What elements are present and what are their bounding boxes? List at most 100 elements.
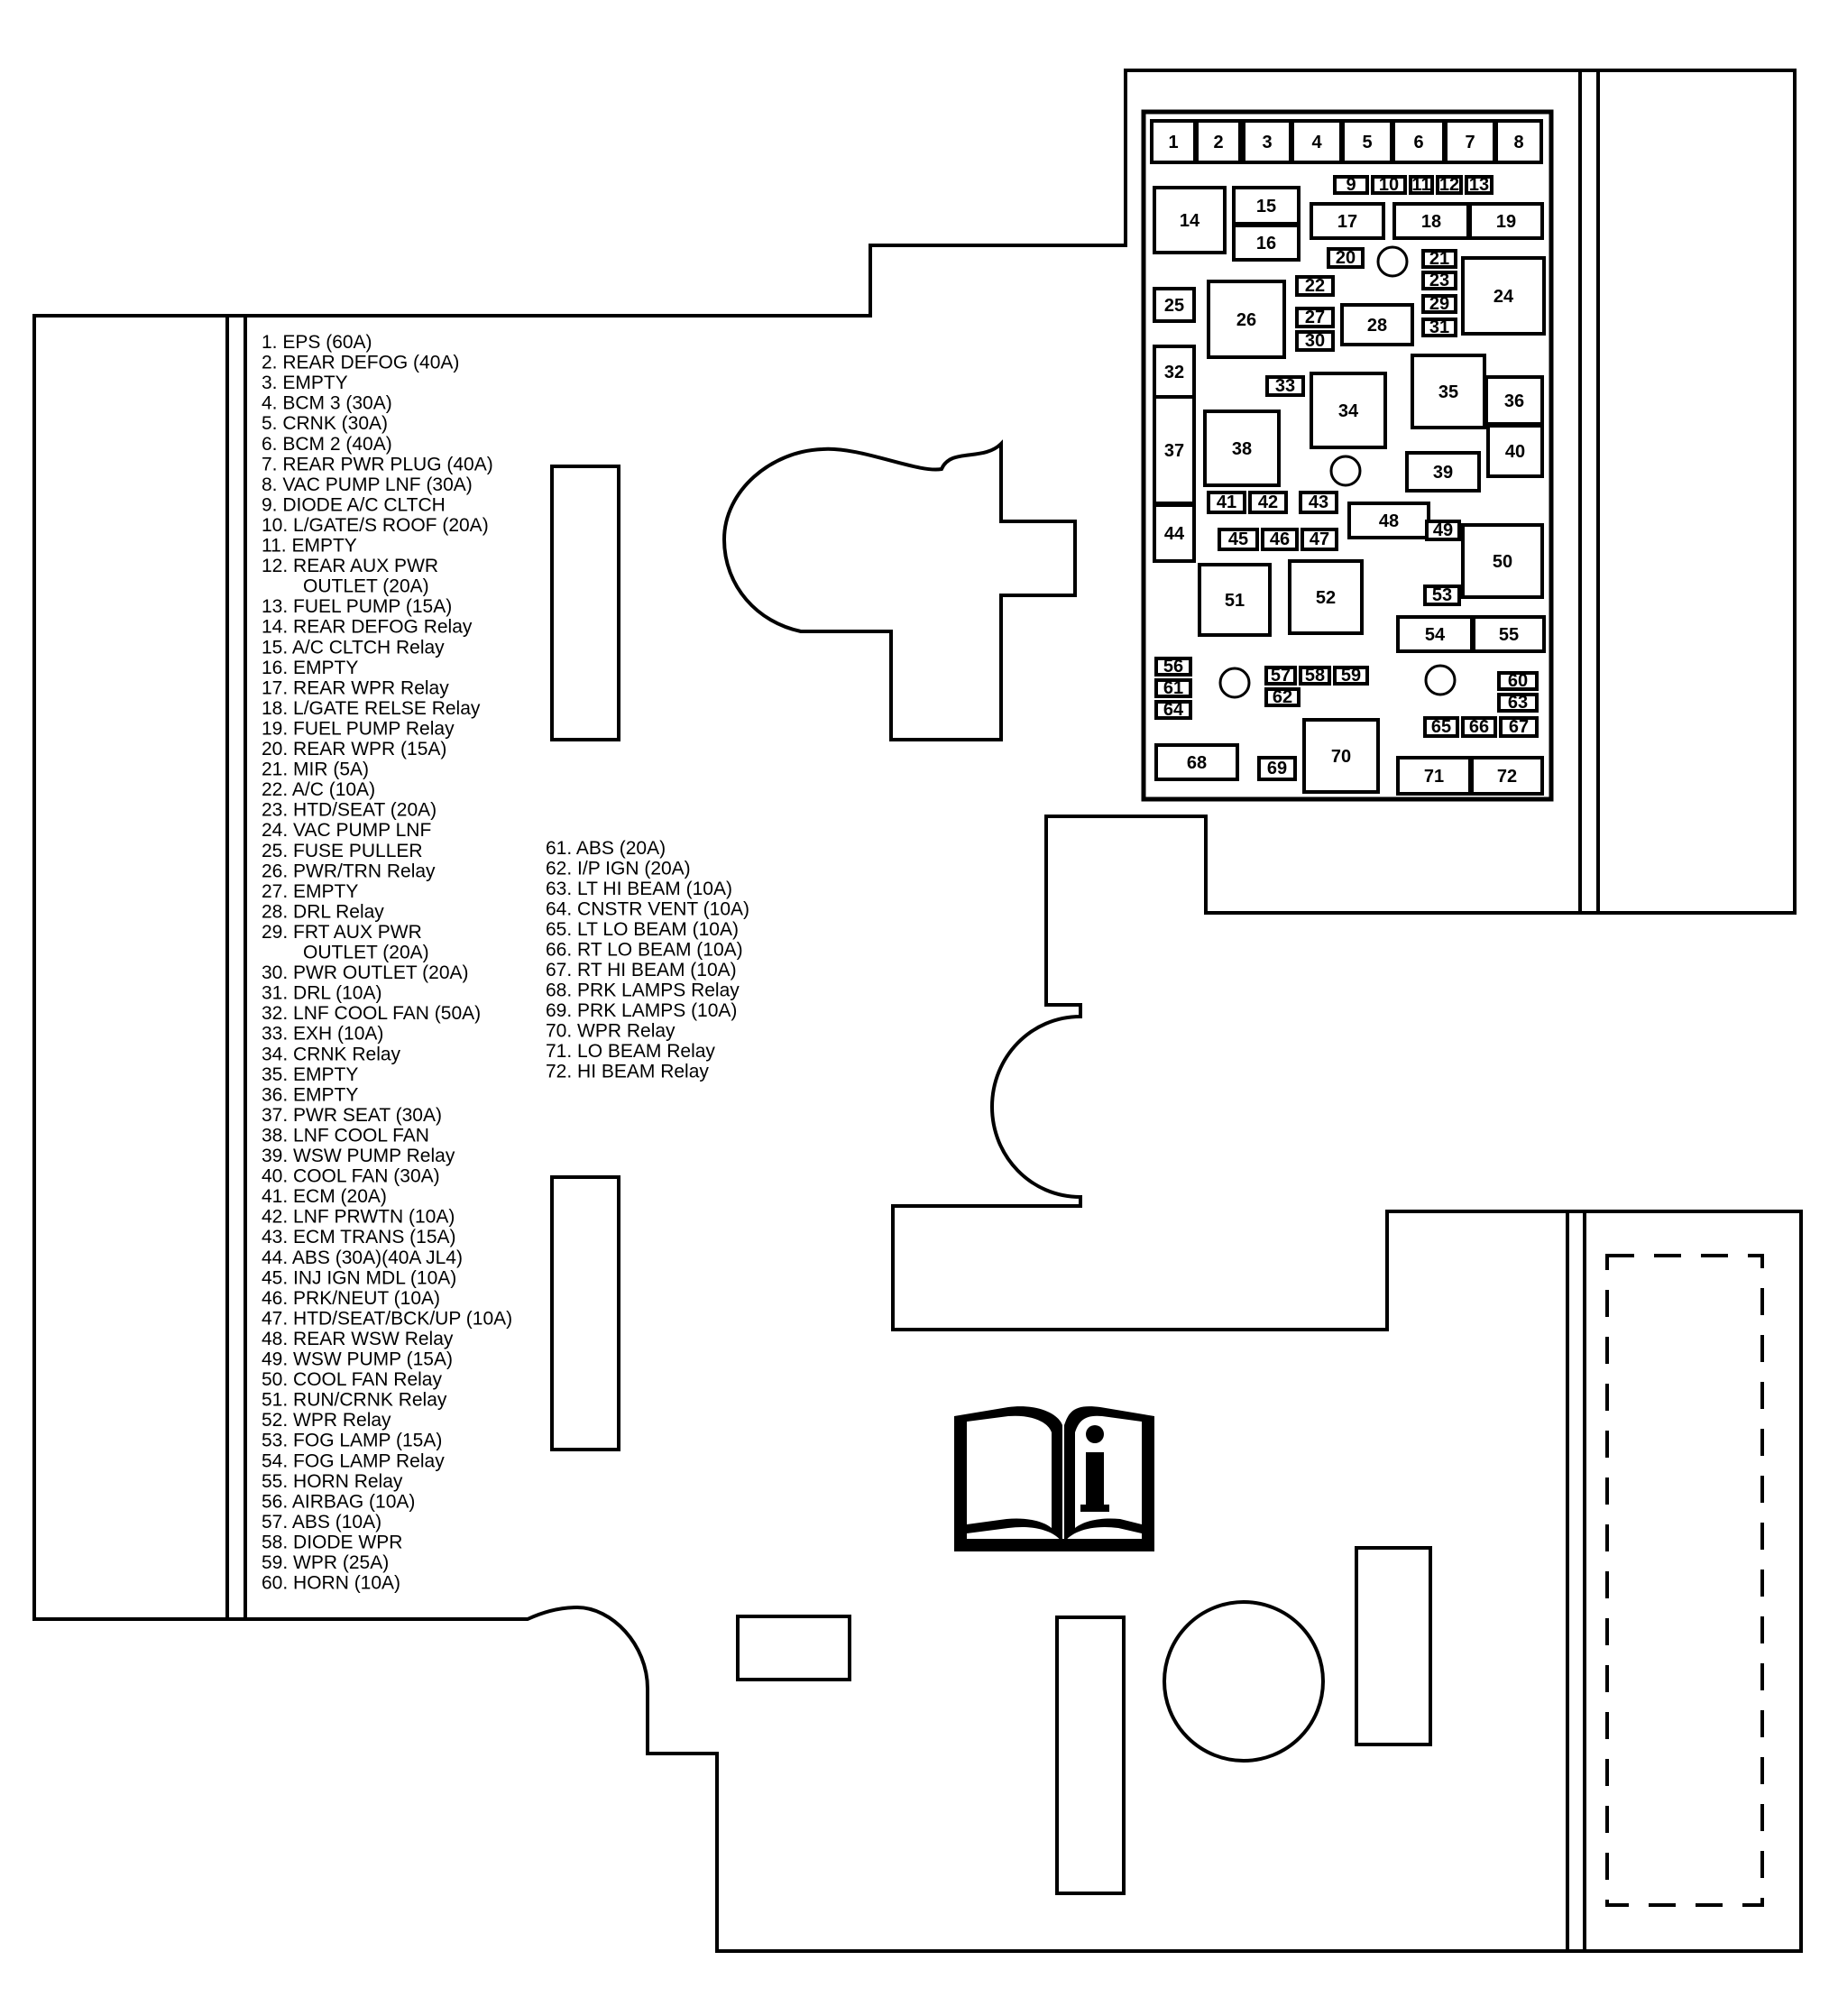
mount-hole <box>1376 245 1409 278</box>
housing-slot <box>1355 1546 1432 1746</box>
fuse-slot-72: 72 <box>1470 756 1544 796</box>
fuse-slot-18: 18 <box>1392 202 1470 240</box>
fuse-slot-number: 31 <box>1429 318 1449 337</box>
fuse-slot-number: 69 <box>1267 759 1287 778</box>
fuse-slot-26: 26 <box>1207 280 1286 359</box>
fuse-slot-number: 53 <box>1432 585 1452 605</box>
fuse-slot-number: 2 <box>1213 133 1223 152</box>
fuse-slot-31: 31 <box>1421 318 1457 337</box>
fuse-slot-58: 58 <box>1299 666 1331 686</box>
fuse-slot-number: 32 <box>1164 363 1184 382</box>
fuse-slot-face <box>1337 669 1365 682</box>
legend-item: 55. HORN Relay <box>262 1471 403 1492</box>
fuse-slot-number: 3 <box>1262 133 1272 152</box>
fuse-block-holes <box>1218 245 1457 699</box>
legend-item: 33. EXH (10A) <box>262 1024 383 1045</box>
fuse-slot-number: 50 <box>1493 552 1512 572</box>
fuse-slot-2: 2 <box>1195 119 1242 164</box>
fuse-slot-number: 62 <box>1273 687 1292 707</box>
fuse-slot-number: 36 <box>1504 391 1524 411</box>
fuse-slot-number: 34 <box>1338 401 1359 421</box>
fuse-slot-face <box>1264 531 1295 548</box>
fuse-slot-face <box>1427 588 1457 603</box>
fuse-slot-face <box>1153 186 1227 254</box>
fuse-slot-number: 54 <box>1425 625 1446 645</box>
legend-item: 59. WPR (25A) <box>262 1552 389 1573</box>
legend-list-left: 1. EPS (60A)2. REAR DEFOG (40A)3. EMPTY4… <box>262 332 512 1594</box>
fuse-slot-face <box>1302 494 1335 511</box>
fuse-slot-number: 18 <box>1421 212 1441 232</box>
fuse-slot-face <box>1484 375 1544 426</box>
legend-item: 36. EMPTY <box>262 1084 358 1105</box>
fuse-slot-number: 68 <box>1187 753 1207 773</box>
fuse-slot-number: 45 <box>1228 529 1248 549</box>
fuse-slot-40: 40 <box>1486 424 1544 478</box>
legend-item: 38. LNF COOL FAN <box>262 1125 429 1146</box>
fuse-slot-35: 35 <box>1411 354 1486 429</box>
legend-item: 68. PRK LAMPS Relay <box>546 980 740 1001</box>
fuse-slot-number: 14 <box>1180 211 1200 231</box>
legend-item: 14. REAR DEFOG Relay <box>262 617 473 638</box>
fuse-slot-number: 56 <box>1163 657 1183 677</box>
fuse-slot-face <box>1468 202 1544 240</box>
legend-item: 51. RUN/CRNK Relay <box>262 1390 447 1411</box>
keyhole-cutout <box>721 439 1077 741</box>
legend-item: 7. REAR PWR PLUG (40A) <box>262 454 493 474</box>
fuse-slot-10: 10 <box>1371 175 1407 195</box>
housing-slot <box>550 465 620 741</box>
legend-item: 18. L/GATE RELSE Relay <box>262 698 481 719</box>
legend-list-right: 61. ABS (20A)62. I/P IGN (20A)63. LT HI … <box>546 838 749 1082</box>
fuse-slot-number: 57 <box>1271 666 1291 686</box>
fuse-slot-face <box>1299 279 1331 293</box>
fuse-slot-27: 27 <box>1295 307 1335 328</box>
legend-item: 53. FOG LAMP (15A) <box>262 1431 442 1451</box>
legend-item: 48. REAR WSW Relay <box>262 1329 454 1349</box>
fuse-slot-number: 22 <box>1305 276 1325 296</box>
fuse-slot-number: 70 <box>1331 747 1351 767</box>
info-dot <box>1086 1425 1104 1443</box>
fuse-slot-62: 62 <box>1264 687 1301 707</box>
legend-item: 1. EPS (60A) <box>262 332 372 353</box>
legend-item: 69. PRK LAMPS (10A) <box>546 1000 737 1021</box>
legend-item: 62. I/P IGN (20A) <box>546 859 691 879</box>
legend-item: 49. WSW PUMP (15A) <box>262 1349 453 1370</box>
fuse-slot-face <box>1411 354 1486 429</box>
fuse-slot-19: 19 <box>1468 202 1544 240</box>
legend-item: 22. A/C (10A) <box>262 779 375 800</box>
fuse-slot-face <box>1310 372 1387 449</box>
fuse-slot-face <box>1429 523 1457 538</box>
mount-hole <box>1329 455 1362 487</box>
legend-item: 66. RT LO BEAM (10A) <box>546 940 743 961</box>
fuse-slot-number: 4 <box>1311 133 1322 152</box>
fuse-slot-face <box>1425 298 1454 310</box>
fuse-slot-29: 29 <box>1421 294 1457 314</box>
fuse-slot-face <box>1207 280 1286 359</box>
fuse-slot-21: 21 <box>1421 249 1457 269</box>
fuse-slot-number: 17 <box>1337 212 1357 232</box>
fuse-slot-36: 36 <box>1484 375 1544 426</box>
fuse-slot-face <box>1461 256 1546 336</box>
fuse-slot-9: 9 <box>1333 175 1369 195</box>
fuse-slot-face <box>1210 494 1243 511</box>
info-foot <box>1080 1505 1109 1512</box>
fuse-slot-13: 13 <box>1465 175 1494 195</box>
fuse-slot-number: 26 <box>1236 310 1256 330</box>
fuse-slot-number: 10 <box>1379 175 1399 195</box>
fuse-slot-number: 8 <box>1513 133 1523 152</box>
legend-item: 67. RT HI BEAM (10A) <box>546 960 737 980</box>
fuse-slot-25: 25 <box>1153 287 1196 323</box>
fuse-slot-8: 8 <box>1494 119 1543 164</box>
fuse-slot-17: 17 <box>1310 202 1385 240</box>
info-stem <box>1086 1452 1104 1508</box>
fuse-slot-number: 51 <box>1225 591 1245 611</box>
fuse-slot-34: 34 <box>1310 372 1387 449</box>
fuse-slot-face <box>1468 179 1490 191</box>
fuse-slot-14: 14 <box>1153 186 1227 254</box>
fuse-slot-face <box>1261 759 1293 778</box>
legend-item: 21. MIR (5A) <box>262 759 369 780</box>
legend-item: 32. LNF COOL FAN (50A) <box>262 1003 481 1024</box>
legend-item: 54. FOG LAMP Relay <box>262 1450 445 1471</box>
fuse-slot-44: 44 <box>1153 503 1196 563</box>
